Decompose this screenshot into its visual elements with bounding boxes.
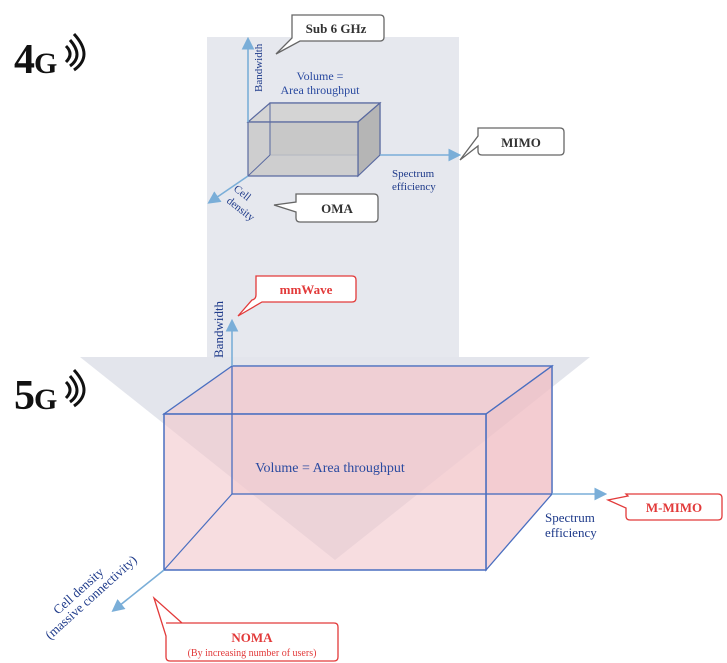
wifi-signal-icon: [64, 32, 86, 72]
label-5g: 5G: [14, 372, 57, 420]
label-5g-number: 5: [14, 373, 35, 419]
label-5g-letter: G: [34, 383, 57, 416]
box-4g-top-face: [246, 102, 382, 123]
callout-oma-text: OMA: [321, 201, 353, 216]
label-5g-bandwidth: Bandwidth: [211, 300, 226, 358]
box-4g: [246, 101, 382, 178]
callout-oma: OMA: [273, 193, 379, 223]
label-5g-spectrum-line1: Spectrum: [545, 510, 595, 525]
label-5g-cell-line2: (massive connectivity): [42, 552, 140, 642]
label-4g-bandwidth: Bandwidth: [253, 43, 265, 92]
wifi-signal-icon: [64, 368, 86, 408]
label-4g-volume-line2: Area throughput: [281, 83, 361, 97]
label-5g-spectrum-line2: efficiency: [545, 525, 597, 540]
axis-4g-cell: [207, 175, 249, 204]
label-4g-number: 4: [14, 37, 35, 83]
box-5g-front-face: [163, 413, 487, 571]
callout-m-mimo-text: M-MIMO: [646, 500, 702, 515]
label-5g-volume: Volume = Area throughput: [255, 461, 405, 476]
box-5g: [161, 364, 554, 572]
callout-mimo-text: MIMO: [501, 135, 541, 150]
callout-m-mimo: M-MIMO: [605, 493, 723, 521]
callout-sub6ghz: Sub 6 GHz: [275, 14, 385, 55]
callout-noma-title: NOMA: [231, 630, 273, 645]
label-4g-volume-line1: Volume =: [297, 69, 344, 83]
axis-5g-cell: [111, 569, 165, 612]
box-5g-top-face: [161, 365, 554, 415]
label-4g-spectrum-line2: efficiency: [392, 181, 436, 193]
box-4g-front-face: [247, 121, 359, 177]
label-4g: 4G: [14, 36, 57, 84]
callout-mmwave: mmWave: [237, 275, 357, 317]
callout-noma-subtitle: (By increasing number of users): [188, 648, 317, 659]
callout-mmwave-text: mmWave: [280, 282, 333, 297]
callout-noma: NOMA (By increasing number of users): [152, 595, 339, 662]
callout-mimo: MIMO: [459, 127, 565, 161]
label-4g-spectrum-line1: Spectrum: [392, 168, 435, 180]
callout-sub6ghz-text: Sub 6 GHz: [306, 21, 367, 36]
label-4g-letter: G: [34, 47, 57, 80]
